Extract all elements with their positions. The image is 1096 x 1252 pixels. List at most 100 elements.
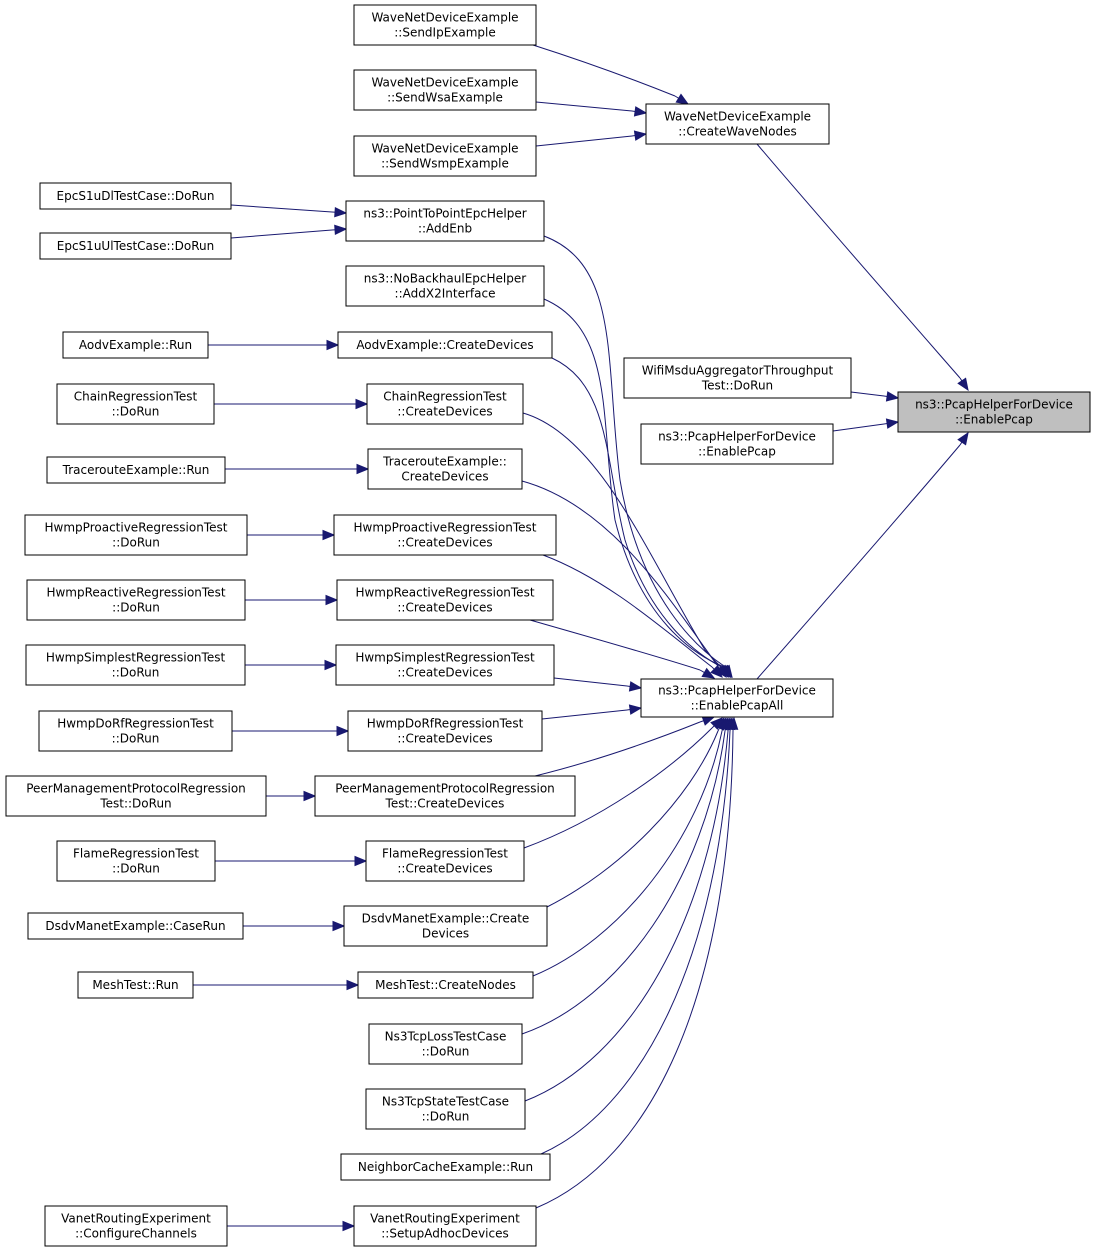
function-node[interactable]: VanetRoutingExperiment::ConfigureChannel… bbox=[44, 1205, 228, 1247]
call-edge bbox=[214, 398, 369, 410]
node-box bbox=[62, 331, 209, 359]
node-label-line: EpcS1uDlTestCase::DoRun bbox=[57, 189, 215, 203]
function-node[interactable]: ns3::PcapHelperForDevice::EnablePcap bbox=[640, 423, 834, 465]
function-node[interactable]: PeerManagementProtocolRegressionTest::Cr… bbox=[314, 775, 576, 817]
node-label-line: HwmpDoRfRegressionTest bbox=[57, 717, 214, 731]
function-node[interactable]: HwmpReactiveRegressionTest::DoRun bbox=[26, 579, 246, 621]
node-box bbox=[640, 423, 834, 465]
function-node[interactable]: ns3::NoBackhaulEpcHelper::AddX2Interface bbox=[345, 265, 545, 307]
call-edge bbox=[208, 339, 340, 351]
edge-line bbox=[521, 480, 718, 666]
arrowhead-icon bbox=[727, 716, 739, 730]
node-box bbox=[335, 644, 555, 686]
function-node[interactable]: PeerManagementProtocolRegressionTest::Do… bbox=[5, 775, 267, 817]
function-node[interactable]: TracerouteExample::Run bbox=[46, 456, 226, 484]
function-node[interactable]: HwmpSimplestRegressionTest::CreateDevice… bbox=[335, 644, 555, 686]
node-label-line: HwmpReactiveRegressionTest bbox=[46, 586, 225, 600]
function-node[interactable]: Ns3TcpStateTestCase::DoRun bbox=[365, 1088, 526, 1130]
function-node[interactable]: HwmpDoRfRegressionTest::DoRun bbox=[38, 710, 233, 752]
node-box bbox=[336, 579, 554, 621]
node-label-line: WaveNetDeviceExample bbox=[664, 110, 811, 124]
call-edge bbox=[850, 391, 900, 402]
node-label-line: HwmpProactiveRegressionTest bbox=[45, 521, 228, 535]
function-node[interactable]: VanetRoutingExperiment::SetupAdhocDevice… bbox=[353, 1205, 537, 1247]
function-node[interactable]: DsdvManetExample::CaseRun bbox=[27, 912, 244, 940]
node-box bbox=[353, 135, 537, 177]
node-label-line: ::DoRun bbox=[112, 862, 160, 876]
node-box bbox=[39, 182, 232, 210]
function-node[interactable]: AodvExample::Run bbox=[62, 331, 209, 359]
arrowhead-icon bbox=[334, 224, 348, 236]
node-box bbox=[343, 905, 548, 947]
node-label-line: ChainRegressionTest bbox=[74, 390, 198, 404]
function-node[interactable]: ChainRegressionTest::DoRun bbox=[56, 383, 215, 425]
arrowhead-icon bbox=[354, 855, 368, 867]
node-label-line: ::CreateDevices bbox=[397, 536, 492, 550]
function-node[interactable]: HwmpDoRfRegressionTest::CreateDevices bbox=[347, 710, 543, 752]
function-node[interactable]: WaveNetDeviceExample::CreateWaveNodes bbox=[645, 103, 830, 145]
function-node[interactable]: ns3::PcapHelperForDevice::EnablePcapAll bbox=[640, 678, 834, 718]
arrowhead-icon bbox=[675, 93, 690, 105]
node-label-line: WaveNetDeviceExample bbox=[371, 11, 518, 25]
node-label-line: ::CreateDevices bbox=[397, 732, 492, 746]
call-edge bbox=[215, 855, 368, 867]
function-node[interactable]: EpcS1uUlTestCase::DoRun bbox=[39, 232, 232, 260]
node-box bbox=[353, 4, 537, 46]
node-label-line: ::CreateDevices bbox=[397, 405, 492, 419]
node-label-line: WifiMsduAggregatorThroughput bbox=[642, 364, 834, 378]
arrowhead-icon bbox=[628, 681, 643, 692]
node-label-line: ChainRegressionTest bbox=[383, 390, 507, 404]
call-edge bbox=[542, 554, 723, 678]
node-label-line: VanetRoutingExperiment bbox=[370, 1212, 520, 1226]
node-label-line: FlameRegressionTest bbox=[73, 847, 199, 861]
node-box bbox=[645, 103, 830, 145]
node-label-line: ns3::PointToPointEpcHelper bbox=[363, 207, 526, 221]
node-box bbox=[333, 514, 557, 556]
node-label-line: HwmpSimplestRegressionTest bbox=[355, 651, 535, 665]
node-label-line: DsdvManetExample::CaseRun bbox=[45, 919, 225, 933]
node-label-line: DsdvManetExample::Create bbox=[362, 912, 530, 926]
edge-line bbox=[230, 229, 333, 239]
function-node[interactable]: Ns3TcpLossTestCase::DoRun bbox=[368, 1023, 523, 1065]
call-edge bbox=[541, 704, 643, 720]
function-node[interactable]: WaveNetDeviceExample::SendWsaExample bbox=[353, 69, 537, 111]
arrowhead-icon bbox=[885, 418, 900, 429]
call-edge bbox=[535, 716, 739, 1209]
function-node[interactable]: WaveNetDeviceExample::SendIpExample bbox=[353, 4, 537, 46]
node-label-line: EpcS1uUlTestCase::DoRun bbox=[57, 239, 214, 253]
function-node[interactable]: HwmpProactiveRegressionTest::DoRun bbox=[24, 514, 248, 556]
function-node[interactable]: HwmpReactiveRegressionTest::CreateDevice… bbox=[336, 579, 554, 621]
function-node[interactable]: ChainRegressionTest::CreateDevices bbox=[366, 383, 524, 425]
function-node[interactable]: ns3::PointToPointEpcHelper::AddEnb bbox=[345, 200, 545, 242]
function-node[interactable]: EpcS1uDlTestCase::DoRun bbox=[39, 182, 232, 210]
call-edge bbox=[543, 298, 732, 679]
function-node[interactable]: FlameRegressionTest::DoRun bbox=[56, 840, 216, 882]
call-edge bbox=[266, 790, 317, 802]
call-edge bbox=[756, 143, 969, 392]
node-label-line: VanetRoutingExperiment bbox=[61, 1212, 211, 1226]
function-node[interactable]: WaveNetDeviceExample::SendWsmpExample bbox=[353, 135, 537, 177]
node-box bbox=[353, 1205, 537, 1247]
function-node[interactable]: MeshTest::CreateNodes bbox=[357, 971, 534, 999]
node-label-line: ::CreateDevices bbox=[397, 601, 492, 615]
function-node[interactable]: AodvExample::CreateDevices bbox=[337, 331, 553, 359]
node-label-line: AodvExample::Run bbox=[79, 338, 192, 352]
function-node[interactable]: HwmpProactiveRegressionTest::CreateDevic… bbox=[333, 514, 557, 556]
function-node[interactable]: FlameRegressionTest::CreateDevices bbox=[365, 840, 525, 882]
call-edge bbox=[225, 463, 370, 475]
node-label-line: Test::DoRun bbox=[701, 379, 773, 393]
node-label-line: AodvExample::CreateDevices bbox=[356, 338, 533, 352]
function-node[interactable]: DsdvManetExample::CreateDevices bbox=[343, 905, 548, 947]
function-node[interactable]: TracerouteExample::CreateDevices bbox=[367, 448, 523, 490]
function-node[interactable]: MeshTest::Run bbox=[77, 971, 194, 999]
arrowhead-icon bbox=[701, 667, 716, 679]
node-label-line: ::EnablePcap bbox=[955, 413, 1033, 427]
node-label-line: Test::CreateDevices bbox=[385, 797, 505, 811]
node-label-line: ::ConfigureChannels bbox=[75, 1227, 197, 1241]
node-label-line: Devices bbox=[422, 927, 469, 941]
arrowhead-icon bbox=[957, 431, 969, 446]
function-node[interactable]: HwmpSimplestRegressionTest::DoRun bbox=[25, 644, 246, 686]
node-label-line: ::DoRun bbox=[112, 405, 160, 419]
function-node[interactable]: NeighborCacheExample::Run bbox=[340, 1153, 551, 1181]
